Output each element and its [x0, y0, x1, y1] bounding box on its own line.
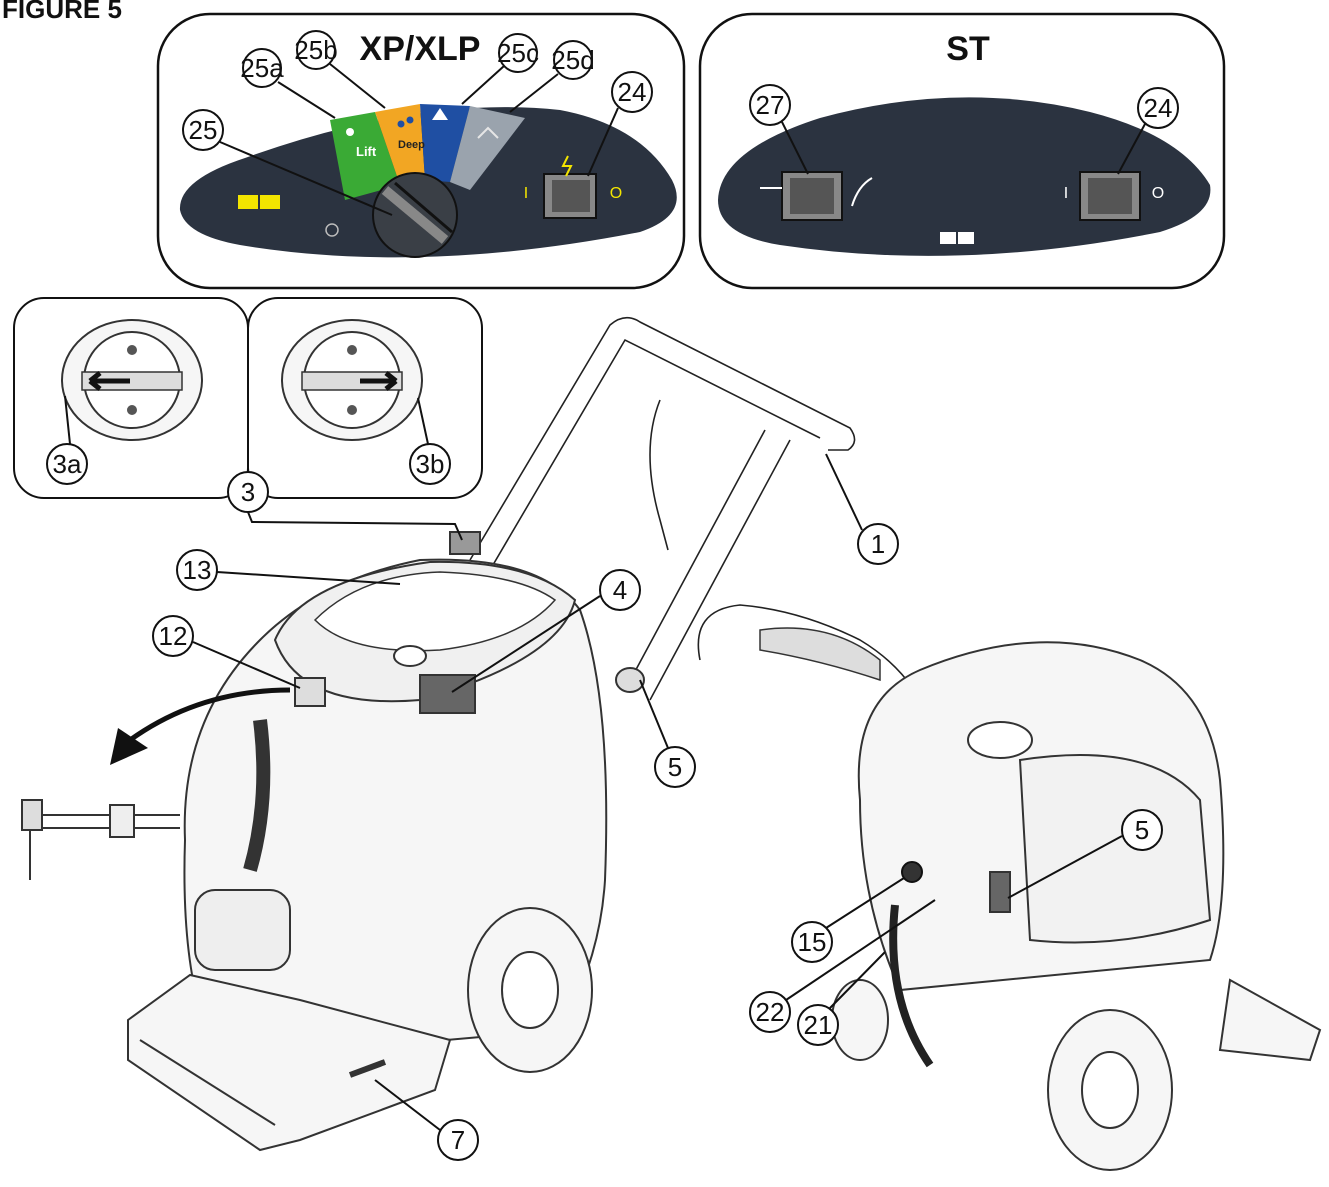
mode-upholstery-segment — [420, 104, 470, 182]
st-switch-off-mark: O — [1152, 185, 1164, 202]
manual-icon — [260, 195, 280, 209]
callout-25a: 25a — [240, 48, 336, 119]
mode-dry-segment — [450, 106, 525, 190]
ground-icon — [325, 223, 339, 237]
valve-detail-right: 3b — [247, 297, 483, 499]
callout-15: 15 — [791, 877, 905, 963]
wand-icon — [851, 177, 873, 207]
svg-text:3b: 3b — [416, 449, 445, 479]
mode-lift-label: Lift — [356, 144, 377, 159]
callout-25b: 25b — [294, 30, 386, 109]
mode-selector-knob[interactable] — [372, 172, 458, 258]
warning-icon — [238, 195, 258, 209]
svg-text:3: 3 — [241, 477, 255, 507]
callout-12: 12 — [152, 615, 301, 689]
svg-text:1: 1 — [871, 529, 885, 559]
callout-3b: 3b — [409, 397, 451, 485]
callout-3: 3 — [227, 471, 463, 541]
upholstery-tool-icon — [432, 108, 448, 120]
callout-22: 22 — [749, 899, 936, 1033]
svg-text:25d: 25d — [551, 45, 594, 75]
callout-1: 1 — [825, 453, 899, 565]
svg-text:25a: 25a — [240, 53, 284, 83]
svg-text:24: 24 — [618, 77, 647, 107]
machine-rear-view — [697, 604, 1322, 1171]
power-lightning-icon — [561, 155, 573, 177]
svg-text:21: 21 — [804, 1010, 833, 1040]
callout-5-right: 5 — [1007, 809, 1163, 899]
callout-24-xp: 24 — [587, 71, 653, 177]
svg-text:25c: 25c — [497, 38, 539, 68]
callout-25d: 25d — [509, 40, 595, 113]
st-switch-on-mark: I — [1064, 185, 1068, 202]
manual-icon-st — [958, 232, 974, 244]
valve-detail-left: 3a — [13, 297, 249, 499]
callout-4: 4 — [451, 569, 641, 693]
callout-21: 21 — [797, 951, 886, 1046]
st-panel-title: ST — [946, 30, 990, 68]
switch-off-mark: O — [610, 185, 622, 202]
callout-27: 27 — [749, 84, 809, 175]
xp-control-panel: XP/XLP Lift Deep I O 25a — [156, 12, 686, 290]
svg-text:27: 27 — [756, 90, 785, 120]
double-drop-icon — [397, 120, 405, 128]
callout-24-st: 24 — [1117, 87, 1179, 175]
right-arrow-icon — [360, 371, 398, 391]
svg-text:24: 24 — [1144, 93, 1173, 123]
callout-3a: 3a — [46, 395, 88, 485]
dry-vacuum-icon — [477, 126, 499, 139]
svg-text:5: 5 — [668, 752, 682, 782]
mode-deep-label: Deep — [398, 139, 425, 151]
switch-on-mark: I — [524, 185, 528, 202]
warning-icon-st — [940, 232, 956, 244]
callout-7: 7 — [374, 1079, 479, 1161]
svg-text:4: 4 — [613, 575, 627, 605]
machine-front-view — [21, 316, 856, 1152]
svg-text:13: 13 — [183, 555, 212, 585]
svg-text:5: 5 — [1135, 815, 1149, 845]
removal-arrow-icon — [110, 728, 148, 765]
xp-panel-title: XP/XLP — [360, 30, 481, 68]
svg-text:7: 7 — [451, 1125, 465, 1155]
svg-text:12: 12 — [159, 621, 188, 651]
svg-text:3a: 3a — [53, 449, 82, 479]
svg-text:25b: 25b — [294, 35, 337, 65]
mode-deep-segment — [375, 104, 425, 185]
svg-text:22: 22 — [756, 997, 785, 1027]
callout-25c: 25c — [461, 33, 539, 105]
figure-title: FIGURE 5 — [2, 0, 122, 24]
callout-25: 25 — [182, 109, 393, 216]
callout-13: 13 — [176, 549, 401, 591]
left-arrow-icon — [88, 371, 130, 391]
callout-5-left: 5 — [639, 679, 696, 788]
svg-text:25: 25 — [189, 115, 218, 145]
water-drop-icon — [346, 128, 354, 136]
st-control-panel: ST I O 27 24 — [698, 12, 1226, 290]
svg-text:15: 15 — [798, 927, 827, 957]
